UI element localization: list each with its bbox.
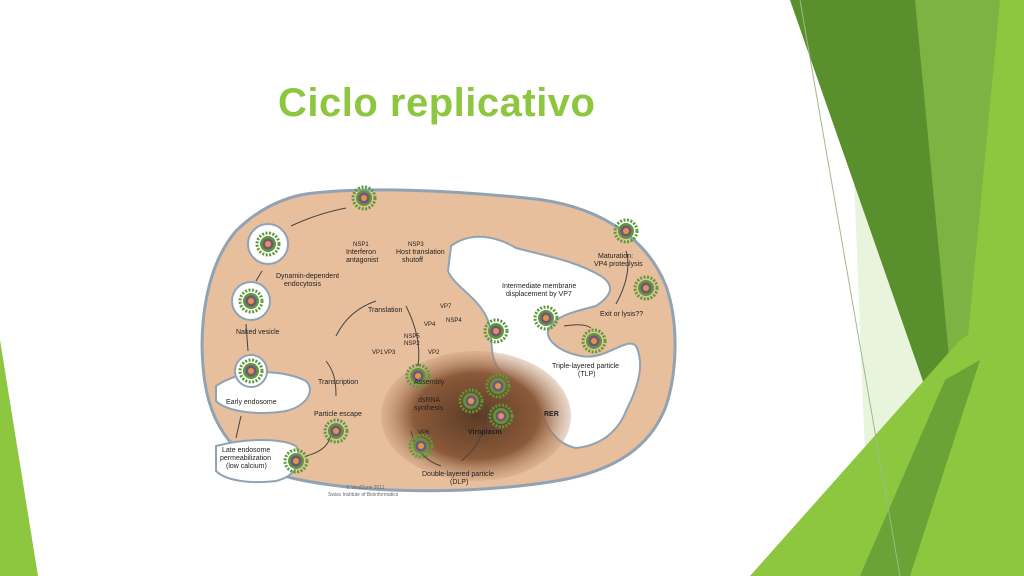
flow-arrows	[235, 207, 629, 467]
thin-diagonal-line	[799, 0, 901, 576]
label-vp1: VP1	[372, 350, 384, 356]
bottom-green-wedge	[750, 300, 1024, 576]
label-rer: RER	[544, 411, 559, 418]
label-dlp-2: (DLP)	[450, 479, 468, 486]
label-nsp3: NSP3	[408, 242, 424, 248]
label-naked-vesicle: Naked vesicle	[236, 329, 280, 336]
virion-budding	[483, 318, 509, 344]
virion-naked-vesicle	[238, 288, 264, 314]
virion-viroplasm-2	[485, 373, 511, 399]
virion-matured	[613, 218, 639, 244]
label-intermediate-2: displacement by VP7	[506, 291, 572, 298]
left-green-wedge	[0, 340, 38, 576]
label-viroplasm: Viroplasm	[468, 429, 502, 436]
virion-tlp	[581, 328, 607, 354]
label-tlp-1: Triple-layered particle	[552, 363, 619, 370]
label-interferon-1: Interferon	[346, 249, 376, 256]
label-late-2: permeabilization	[220, 455, 271, 462]
label-maturation-1: Maturation:	[598, 253, 633, 260]
virion-viroplasm-3	[488, 403, 514, 429]
virion-endocytosis	[255, 231, 281, 257]
label-interferon-2: antagonist	[346, 257, 378, 264]
label-vp3: VP3	[384, 350, 396, 356]
label-vp7: VP7	[440, 304, 452, 310]
label-translation: Translation	[368, 307, 402, 314]
label-host-1: Host translation	[396, 249, 445, 256]
label-dlp-1: Double-layered particle	[422, 471, 494, 478]
label-intermediate-1: Intermediate membrane	[502, 283, 576, 290]
virion-entry	[351, 185, 377, 211]
label-nsp1: NSP1	[353, 242, 369, 248]
slide-title: Ciclo replicativo	[278, 80, 596, 125]
label-nsp5: NSP5	[404, 334, 420, 340]
virion-early-endosome	[238, 358, 264, 384]
label-host-2: shutoff	[402, 257, 423, 264]
label-dsrna-2: synthesis	[414, 405, 444, 412]
label-nsp2: NSP2	[404, 341, 420, 347]
virion-late-endosome	[283, 448, 309, 474]
virion-dlp	[408, 433, 434, 459]
virion-particle-escape	[323, 418, 349, 444]
label-vp4: VP4	[424, 322, 436, 328]
label-particle-escape: Particle escape	[314, 411, 362, 418]
virion-intermediate	[533, 305, 559, 331]
label-vp2: VP2	[428, 350, 440, 356]
label-transcription: Transcription	[318, 379, 358, 386]
label-dynamin-1: Dynamin-dependent	[276, 273, 339, 280]
label-nsp4: NSP4	[446, 318, 462, 324]
label-vp6: VP6	[418, 430, 430, 436]
replication-cycle-diagram: NSP1 Interferon antagonist NSP3 Host tra…	[200, 185, 677, 498]
credit-line-1: © ViralZone 2011	[346, 484, 385, 491]
virion-viroplasm-1	[458, 388, 484, 414]
label-assembly: Assembly	[414, 379, 445, 386]
label-dsrna-1: dsRNA	[418, 397, 441, 404]
credit-line-2: Swiss Institute of Bioinformatics	[328, 492, 399, 498]
label-maturation-2: VP4 proteolysis	[594, 261, 643, 268]
label-late-1: Late endosome	[222, 447, 270, 454]
label-late-3: (low calcium)	[226, 463, 267, 470]
viroplasm-region	[381, 351, 571, 481]
label-tlp-2: (TLP)	[578, 371, 596, 378]
label-exit: Exit or lysis??	[600, 311, 643, 318]
label-dynamin-2: endocytosis	[284, 281, 321, 288]
virion-exit	[633, 275, 659, 301]
label-early-endosome: Early endosome	[226, 399, 277, 406]
bottom-dark-strip	[860, 360, 980, 576]
